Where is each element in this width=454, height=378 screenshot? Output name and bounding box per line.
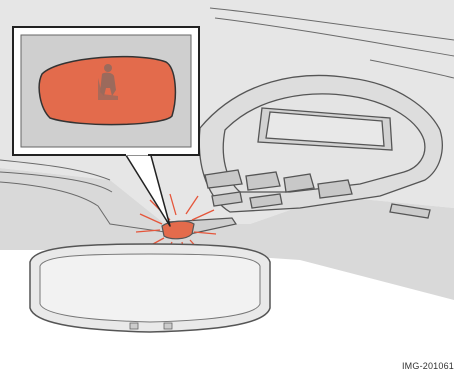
mirror-button-right (164, 323, 172, 329)
passenger-airbag-indicator (162, 221, 194, 239)
image-code-label: IMG-201061 (402, 361, 454, 371)
mirror-button-left (130, 323, 138, 329)
rearview-mirror (30, 244, 270, 332)
